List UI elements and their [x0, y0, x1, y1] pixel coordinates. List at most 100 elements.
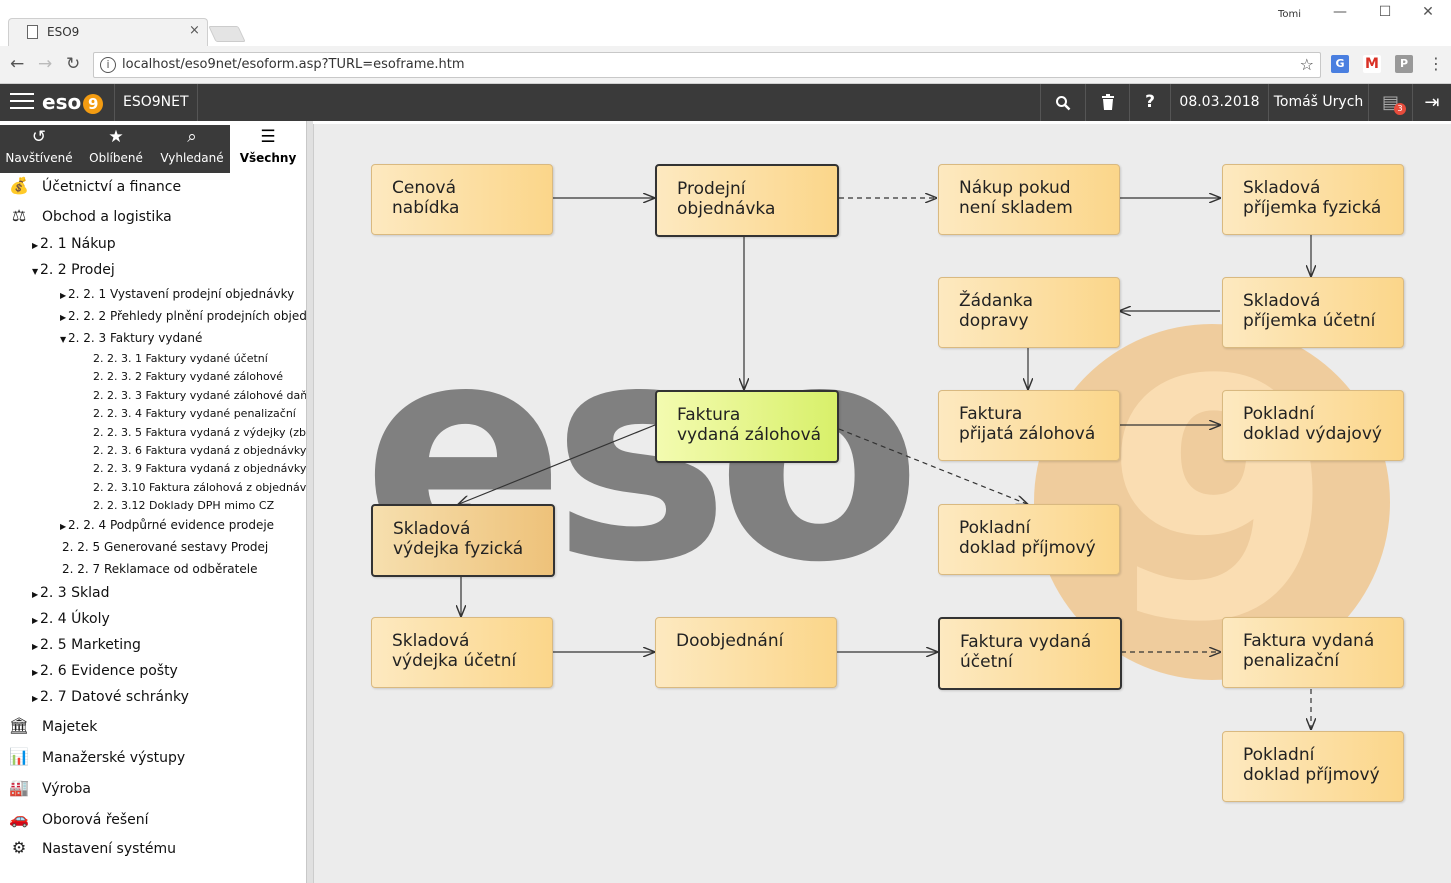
current-date: 08.03.2018	[1170, 84, 1268, 121]
bar-chart-icon: 📊	[9, 747, 29, 766]
sidebar-item-prodej[interactable]: ▼2. 2 Prodej	[32, 262, 115, 278]
tab-vyhledane[interactable]: ⌕Vyhledané	[154, 125, 230, 173]
sidebar-item-dph-mimo-cz[interactable]: 2. 2. 3.12 Doklady DPH mimo CZ	[93, 499, 275, 512]
sidebar-item-vyroba[interactable]: 🏭Výroba	[0, 778, 91, 800]
search-icon: ⌕	[187, 127, 197, 147]
bookmark-star-icon[interactable]: ☆	[1299, 55, 1314, 74]
new-tab-button[interactable]	[208, 26, 246, 42]
close-window-icon[interactable]: ✕	[1422, 4, 1434, 20]
profile-name[interactable]: Tomi	[1278, 9, 1302, 20]
search-icon[interactable]	[1040, 84, 1085, 121]
diagram-edges	[314, 124, 1451, 883]
logout-icon[interactable]: ⇥	[1412, 84, 1451, 121]
sidebar-scrollbar[interactable]	[306, 121, 313, 883]
info-icon[interactable]: i	[100, 57, 116, 73]
forward-icon[interactable]: →	[38, 54, 53, 74]
sidebar-item-ucetnictvi[interactable]: 💰Účetnictví a finance	[0, 176, 181, 198]
trash-icon[interactable]	[1085, 84, 1129, 121]
sidebar-tabs: ↺Navštívené ★Oblíbené ⌕Vyhledané ☰Všechn…	[0, 125, 306, 173]
sidebar-item-reklamace[interactable]: 2. 2. 7 Reklamace od odběratele	[62, 562, 258, 576]
sidebar-item-fz-objednavky[interactable]: 2. 2. 3.10 Faktura zálohová z objednávk	[93, 481, 312, 494]
sidebar-item-posta[interactable]: ▶2. 6 Evidence pošty	[32, 663, 178, 679]
sidebar-item-ukoly[interactable]: ▶2. 4 Úkoly	[32, 611, 110, 627]
sidebar-item-nakup[interactable]: ▶2. 1 Nákup	[32, 236, 116, 252]
list-icon: ☰	[260, 127, 276, 147]
collapse-caret-icon: ▼	[32, 267, 39, 276]
sidebar-item-fv-objednavky-s[interactable]: 2. 2. 3. 6 Faktura vydaná z objednávky (…	[93, 444, 312, 457]
node-doobjednani[interactable]: Doobjednání	[655, 617, 837, 688]
gmail-extension-icon[interactable]: M	[1363, 55, 1381, 73]
sidebar-item-prehledy[interactable]: ▶2. 2. 2 Přehledy plnění prodejních obje…	[60, 309, 312, 323]
reload-icon[interactable]: ↻	[66, 54, 81, 74]
sidebar-item-fv-penalizacni[interactable]: 2. 2. 3. 4 Faktury vydané penalizační	[93, 407, 296, 420]
sidebar-item-fv-zalohove[interactable]: 2. 2. 3. 2 Faktury vydané zálohové	[93, 370, 283, 383]
page-icon	[27, 25, 38, 39]
tab-navstivene[interactable]: ↺Navštívené	[0, 125, 78, 173]
minimize-icon[interactable]: —	[1333, 4, 1347, 20]
browser-tab[interactable]: ESO9 ×	[8, 18, 208, 46]
hamburger-menu-icon[interactable]	[10, 93, 34, 111]
tab-title: ESO9	[47, 25, 80, 39]
gears-icon: ⚙	[11, 838, 27, 857]
sidebar-item-nastaveni[interactable]: ⚙Nastavení systému	[0, 838, 176, 860]
sidebar-item-podpurne[interactable]: ▶2. 2. 4 Podpůrné evidence prodeje	[60, 518, 275, 532]
sidebar-item-fv-objednavky-z[interactable]: 2. 2. 3. 9 Faktura vydaná z objednávky (…	[93, 462, 312, 475]
sidebar-item-manazerske[interactable]: 📊Manažerské výstupy	[0, 747, 185, 769]
expand-caret-icon: ▶	[32, 642, 39, 651]
notifications-badge: 3	[1394, 103, 1406, 115]
maximize-icon[interactable]: ☐	[1378, 4, 1392, 20]
sidebar-item-faktury-vydane[interactable]: ▼2. 2. 3 Faktury vydané	[60, 331, 203, 345]
help-button[interactable]: ?	[1129, 84, 1170, 121]
sidebar-item-fv-zalohove-dan[interactable]: 2. 2. 3. 3 Faktury vydané zálohové daňo	[93, 389, 312, 402]
browser-menu-icon[interactable]: ⋮	[1428, 54, 1444, 73]
translate-extension-icon[interactable]: G	[1331, 55, 1349, 73]
expand-caret-icon: ▶	[60, 291, 67, 300]
sidebar-item-sklad[interactable]: ▶2. 3 Sklad	[32, 585, 110, 601]
factory-icon: 🏭	[9, 778, 29, 797]
car-icon: 🚗	[9, 809, 29, 828]
expand-caret-icon: ▶	[32, 241, 39, 250]
star-icon: ★	[108, 127, 124, 147]
tab-oblibene[interactable]: ★Oblíbené	[78, 125, 154, 173]
money-bag-icon: 💰	[9, 176, 29, 195]
notifications-tray-icon[interactable]: ▤	[1368, 84, 1412, 121]
tab-vsechny[interactable]: ☰Všechny	[230, 125, 306, 173]
back-icon[interactable]: ←	[10, 54, 25, 74]
expand-caret-icon: ▶	[32, 590, 39, 599]
close-tab-icon[interactable]: ×	[189, 23, 200, 38]
browser-titlebar: ESO9 × Tomi — ☐ ✕	[0, 0, 1451, 46]
address-bar[interactable]: i localhost/eso9net/esoform.asp?TURL=eso…	[93, 52, 1321, 78]
sidebar-item-marketing[interactable]: ▶2. 5 Marketing	[32, 637, 141, 653]
user-name[interactable]: Tomáš Urych	[1268, 84, 1368, 121]
sidebar-item-fv-vydejky[interactable]: 2. 2. 3. 5 Faktura vydaná z výdejky (zbo…	[93, 426, 312, 439]
expand-caret-icon: ▶	[32, 694, 39, 703]
sidebar-item-majetek[interactable]: 🏛Majetek	[0, 716, 98, 738]
p-extension-icon[interactable]: P	[1395, 55, 1413, 73]
sidebar-item-fv-ucetni[interactable]: 2. 2. 3. 1 Faktury vydané účetní	[93, 352, 268, 365]
sidebar-item-datove-schranky[interactable]: ▶2. 7 Datové schránky	[32, 689, 189, 705]
browser-toolbar: ← → ↻ i localhost/eso9net/esoform.asp?TU…	[0, 46, 1451, 84]
url-text[interactable]: localhost/eso9net/esoform.asp?TURL=esofr…	[122, 57, 465, 72]
sidebar: ↺Navštívené ★Oblíbené ⌕Vyhledané ☰Všechn…	[0, 121, 312, 883]
sidebar-item-vystaveni[interactable]: ▶2. 2. 1 Vystavení prodejní objednávky	[60, 287, 295, 301]
sidebar-item-sestavy[interactable]: 2. 2. 5 Generované sestavy Prodej	[62, 540, 269, 554]
sidebar-item-oborova[interactable]: 🚗Oborová řešení	[0, 809, 149, 831]
sidebar-item-obchod[interactable]: ⚖Obchod a logistika	[0, 206, 172, 228]
